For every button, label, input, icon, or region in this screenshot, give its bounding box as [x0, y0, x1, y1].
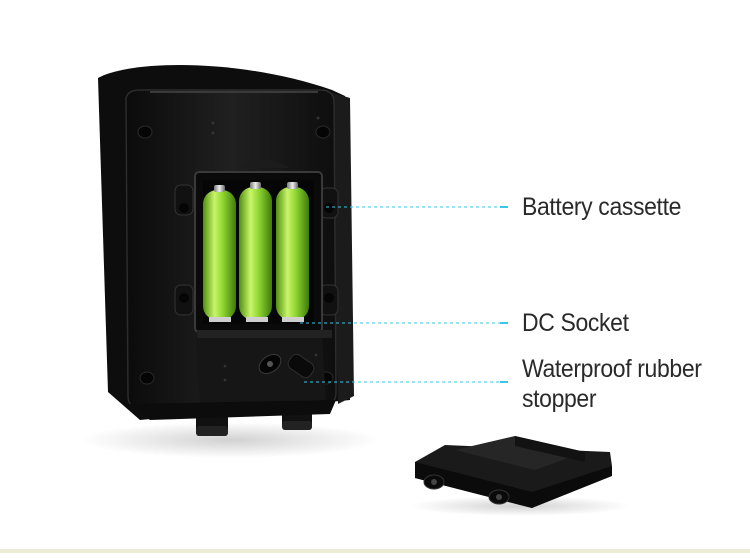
- battery-cells: [203, 182, 309, 322]
- bottom-divider: [0, 549, 750, 553]
- callout-dc-socket: DC Socket: [522, 309, 629, 337]
- callout-battery-cassette: Battery cassette: [522, 193, 682, 221]
- mounting-bracket: [410, 436, 630, 516]
- callout-lines: [300, 206, 508, 383]
- floor-shadow: [80, 422, 380, 458]
- lower-port-panel: [196, 330, 332, 408]
- callout-waterproof-line2: stopper: [522, 385, 597, 413]
- callout-waterproof-stopper: Waterproof rubber stopper: [522, 354, 702, 414]
- device-feet: [128, 400, 336, 436]
- callout-waterproof-line1: Waterproof rubber: [522, 355, 702, 383]
- rubber-stopper: [287, 353, 315, 379]
